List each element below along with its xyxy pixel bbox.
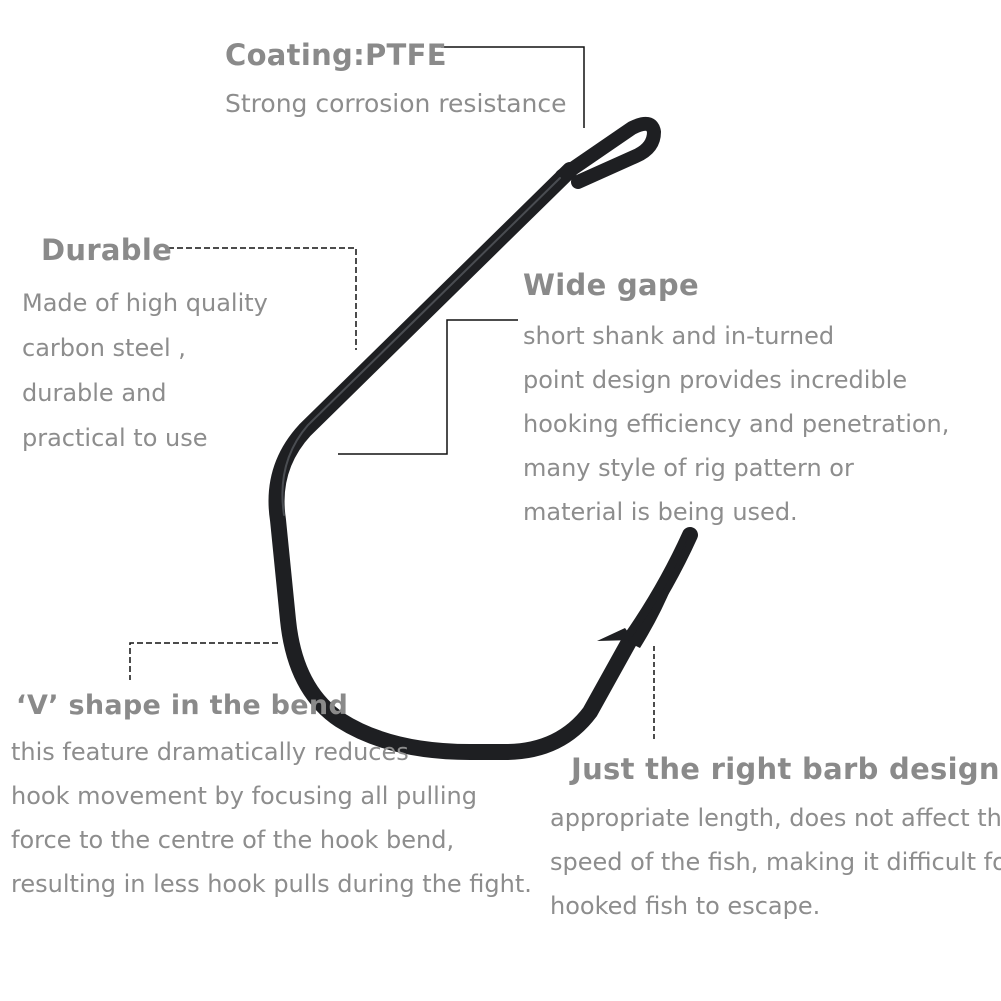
hook-highlight — [281, 177, 561, 516]
coating-description: Strong corrosion resistance — [225, 89, 567, 118]
coating-leader-line — [441, 46, 585, 128]
coating-title: Coating:PTFE — [225, 38, 447, 72]
wide-gape-line: many style of rig pattern or — [523, 454, 854, 482]
hook-shank-and-bend — [268, 162, 698, 760]
v-shape-line: this feature dramatically reduces — [11, 738, 409, 766]
v-shape-title: ‘V’ shape in the bend — [16, 690, 349, 721]
durable-leader-line — [168, 247, 357, 350]
wide-gape-leader-line — [338, 319, 518, 455]
v-shape-line: resulting in less hook pulls during the … — [11, 870, 532, 898]
durable-line: Made of high quality — [22, 289, 268, 317]
wide-gape-line: material is being used. — [523, 498, 798, 526]
hook-barb — [597, 628, 634, 641]
barb-title: Just the right barb design — [571, 752, 1000, 786]
wide-gape-line: point design provides incredible — [523, 366, 908, 394]
wide-gape-title: Wide gape — [523, 268, 699, 302]
v-shape-line: force to the centre of the hook bend, — [11, 826, 455, 854]
leader-lines — [129, 46, 655, 742]
barb-line: speed of the fish, making it difficult f… — [550, 848, 1001, 876]
wide-gape-line: hooking efficiency and penetration, — [523, 410, 950, 438]
durable-line: practical to use — [22, 424, 208, 452]
durable-line: carbon steel , — [22, 334, 186, 362]
v-shape-leader-line — [129, 642, 278, 680]
hook-eye — [555, 116, 661, 189]
durable-line: durable and — [22, 379, 167, 407]
barb-line: hooked fish to escape. — [550, 892, 821, 920]
v-shape-line: hook movement by focusing all pulling — [11, 782, 477, 810]
wide-gape-line: short shank and in-turned — [523, 322, 835, 350]
durable-title: Durable — [41, 233, 173, 267]
barb-line: appropriate length, does not affect the — [550, 804, 1001, 832]
fishing-hook — [268, 116, 698, 760]
hook-point — [628, 533, 689, 648]
